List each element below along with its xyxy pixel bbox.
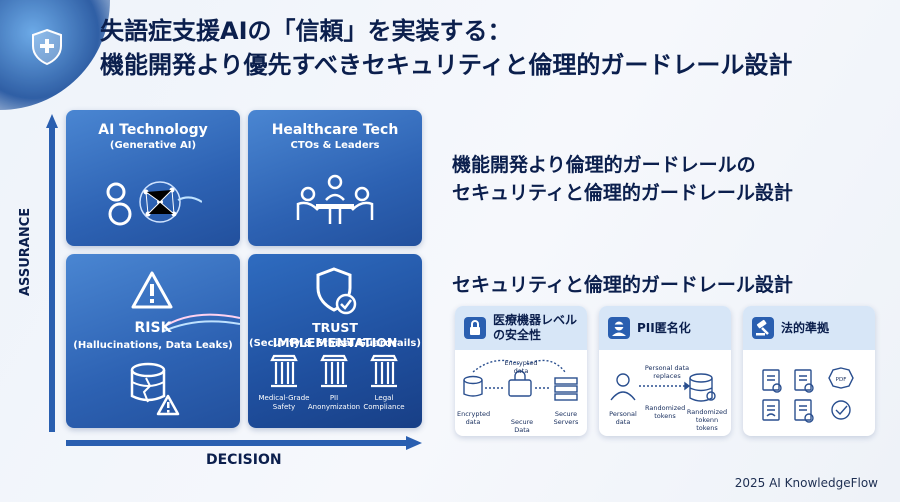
card-header: 法的準拠: [743, 306, 875, 350]
card-medical-safety: 医療機器レベル の安全性 Encrypted data Encrypted da…: [455, 306, 587, 436]
card-title: PII匿名化: [637, 321, 691, 336]
pillars-icon: [270, 354, 398, 388]
quadrant-trust-implementation: TRUST IMPLEMENTATION (Security & Ethical…: [248, 254, 422, 428]
title-line-2: 機能開発より優先すべきセキュリティと倫理的ガードレール設計: [100, 51, 793, 79]
card-title: 法的準拠: [781, 321, 829, 336]
card-header: 医療機器レベル の安全性: [455, 306, 587, 350]
y-axis-label: ASSURANCE: [18, 207, 33, 296]
gears-network-icon: [106, 181, 202, 226]
quadrant-risk: RISK (Hallucinations, Data Leaks): [66, 254, 240, 428]
pillar-label-safety: Medical-Grade Safety: [258, 394, 310, 411]
warning-triangle-icon: [131, 271, 173, 309]
quadrant-title: TRUST IMPLEMENTATION: [272, 320, 398, 350]
y-axis-arrow: [46, 114, 58, 432]
shield-plus-icon: [32, 28, 62, 66]
title-line-1: 失語症支援AIの「信頼」を実装する：: [100, 17, 512, 45]
anonymous-person-icon: [608, 317, 630, 339]
card-header: PII匿名化: [599, 306, 731, 350]
glow-swirl-decoration: [162, 313, 240, 333]
label-secure-data: Secure Data: [510, 418, 534, 434]
corner-decoration: [0, 0, 110, 110]
card-legal-compliance: 法的準拠 PDF: [743, 306, 875, 436]
lock-icon: [464, 317, 486, 339]
x-axis-label: DECISION: [206, 452, 282, 468]
quadrant-healthcare-tech: Healthcare Tech CTOs & Leaders: [248, 110, 422, 246]
quadrant-ai-technology: AI Technology (Generative AI): [66, 110, 240, 246]
label-randomized-tokenn-tokens: Randomized tokenn tokens: [686, 408, 728, 432]
anonymization-flow-diagram: [610, 373, 716, 402]
label-encrypted-data: Encrypted data: [457, 410, 491, 426]
card-title-line-2: の安全性: [493, 328, 542, 342]
label-pdf: PDF: [835, 377, 847, 383]
meeting-people-icon: [296, 174, 374, 224]
footer-credit: 2025 AI KnowledgeFlow: [734, 476, 878, 490]
pillar-label-anonymization: PII Anonymization: [307, 394, 361, 411]
card-pii-anonymization: PII匿名化 Personal data replaces Personal d…: [599, 306, 731, 436]
label-randomized-tokens: Randomized tokens: [645, 404, 686, 420]
quadrant-title: AI Technology: [98, 122, 208, 138]
card-title-line-1: 医療機器レベル: [493, 313, 578, 327]
broken-database-icon: [130, 362, 180, 416]
encryption-flow-diagram: [463, 359, 578, 401]
heading-2: セキュリティと倫理的ガードレール設計: [452, 274, 793, 296]
heading-1-line-1: 機能開発より倫理的ガードレールの: [452, 154, 756, 176]
label-encrypted-data-top: Encrypted data: [504, 359, 538, 375]
card-title-line-1: PII匿名化: [637, 320, 691, 335]
x-axis-arrow: [66, 436, 422, 450]
quadrant-subtitle: (Hallucinations, Data Leaks): [73, 340, 233, 351]
quadrant-title: RISK: [134, 320, 172, 336]
page-title: 失語症支援AIの「信頼」を実装する： 機能開発より優先すべきセキュリティと倫理的…: [100, 14, 880, 82]
quadrant-title: Healthcare Tech: [271, 122, 399, 138]
pillar-label-compliance: Legal Compliance: [363, 394, 405, 411]
card-title-line-1: 法的準拠: [781, 320, 830, 335]
compliance-documents-icons: [762, 367, 854, 423]
heading-1-line-2: セキュリティと倫理的ガードレール設計: [452, 182, 793, 204]
label-personal-data-replaces: Personal data replaces: [644, 364, 690, 380]
gavel-icon: [752, 317, 774, 339]
shield-check-icon: [316, 267, 357, 315]
quadrant-subtitle: (Generative AI): [109, 140, 197, 151]
label-secure-servers: Secure Servers: [553, 410, 579, 426]
label-personal-data: Personal data: [609, 410, 637, 426]
card-title: 医療機器レベル の安全性: [493, 313, 577, 343]
quadrant-subtitle: (Security & Ethical Guardrails): [249, 338, 421, 349]
quadrant-subtitle: CTOs & Leaders: [290, 140, 380, 151]
